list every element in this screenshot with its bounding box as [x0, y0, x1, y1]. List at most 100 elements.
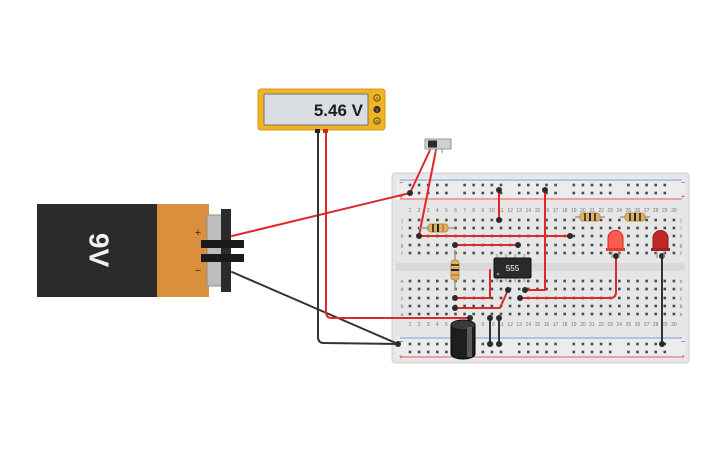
breadboard-hole[interactable] [572, 350, 576, 354]
breadboard-hole[interactable] [490, 350, 494, 354]
breadboard-hole[interactable] [481, 191, 485, 195]
terminal-a[interactable] [373, 94, 381, 102]
breadboard-hole[interactable] [417, 183, 421, 187]
breadboard-hole[interactable] [445, 183, 448, 187]
breadboard-hole[interactable] [599, 183, 603, 187]
breadboard-hole[interactable] [572, 251, 576, 255]
breadboard-hole[interactable] [608, 218, 612, 222]
breadboard-hole[interactable] [563, 287, 566, 291]
breadboard-hole[interactable] [517, 287, 521, 291]
electrolytic-capacitor[interactable] [450, 319, 476, 360]
breadboard-hole[interactable] [545, 279, 548, 283]
breadboard-hole[interactable] [627, 342, 630, 346]
breadboard-hole[interactable] [445, 304, 448, 308]
breadboard-hole[interactable] [654, 191, 657, 195]
breadboard-hole[interactable] [499, 312, 503, 316]
breadboard-hole[interactable] [426, 279, 430, 283]
breadboard-hole[interactable] [590, 251, 594, 255]
breadboard-hole[interactable] [554, 183, 557, 187]
breadboard-hole[interactable] [545, 312, 548, 316]
breadboard-hole[interactable] [590, 312, 594, 316]
breadboard-hole[interactable] [408, 183, 412, 187]
breadboard-hole[interactable] [672, 234, 676, 238]
breadboard-hole[interactable] [408, 243, 412, 247]
breadboard-hole[interactable] [454, 226, 457, 230]
breadboard-hole[interactable] [454, 312, 457, 316]
breadboard-hole[interactable] [572, 191, 576, 195]
breadboard-hole[interactable] [654, 350, 657, 354]
breadboard-hole[interactable] [581, 350, 585, 354]
breadboard-hole[interactable] [527, 218, 530, 222]
breadboard-hole[interactable] [445, 296, 448, 300]
breadboard-hole[interactable] [590, 279, 594, 283]
breadboard-hole[interactable] [463, 312, 466, 316]
breadboard-hole[interactable] [636, 279, 639, 283]
breadboard-hole[interactable] [663, 312, 667, 316]
breadboard-hole[interactable] [545, 304, 548, 308]
breadboard-hole[interactable] [627, 304, 630, 308]
ic-bottom-wire[interactable] [454, 289, 509, 309]
breadboard-hole[interactable] [654, 296, 657, 300]
breadboard-hole[interactable] [490, 304, 494, 308]
multimeter-black-probe-wire[interactable] [317, 131, 400, 345]
breadboard-hole[interactable] [554, 243, 557, 247]
breadboard-hole[interactable] [663, 287, 667, 291]
breadboard-hole[interactable] [499, 279, 503, 283]
breadboard-hole[interactable] [645, 312, 648, 316]
breadboard-hole[interactable] [618, 312, 621, 316]
breadboard-hole[interactable] [517, 218, 521, 222]
breadboard-hole[interactable] [408, 218, 412, 222]
breadboard-hole[interactable] [627, 183, 630, 187]
breadboard-hole[interactable] [408, 279, 412, 283]
breadboard-hole[interactable] [608, 191, 612, 195]
breadboard-hole[interactable] [499, 350, 503, 354]
breadboard-hole[interactable] [590, 243, 594, 247]
breadboard-hole[interactable] [545, 287, 548, 291]
breadboard-hole[interactable] [672, 279, 676, 283]
breadboard-hole[interactable] [490, 279, 494, 283]
breadboard-hole[interactable] [581, 226, 585, 230]
breadboard-hole[interactable] [590, 234, 594, 238]
breadboard-hole[interactable] [608, 304, 612, 308]
breadboard-hole[interactable] [590, 226, 594, 230]
breadboard-hole[interactable] [672, 218, 676, 222]
breadboard-hole[interactable] [654, 218, 657, 222]
breadboard-hole[interactable] [599, 191, 603, 195]
breadboard-hole[interactable] [436, 342, 439, 346]
breadboard-hole[interactable] [545, 226, 548, 230]
breadboard-hole[interactable] [490, 287, 494, 291]
breadboard-hole[interactable] [572, 287, 576, 291]
breadboard-hole[interactable] [554, 218, 557, 222]
breadboard-hole[interactable] [663, 304, 667, 308]
breadboard-hole[interactable] [627, 226, 630, 230]
breadboard-hole[interactable] [436, 191, 439, 195]
breadboard-hole[interactable] [608, 183, 612, 187]
breadboard-hole[interactable] [563, 279, 566, 283]
breadboard-hole[interactable] [645, 251, 648, 255]
breadboard-hole[interactable] [545, 191, 548, 195]
breadboard-hole[interactable] [599, 279, 603, 283]
breadboard-hole[interactable] [572, 234, 576, 238]
breadboard-hole[interactable] [472, 191, 475, 195]
led-2[interactable] [651, 230, 670, 258]
breadboard-hole[interactable] [599, 312, 603, 316]
breadboard-hole[interactable] [426, 243, 430, 247]
breadboard-hole[interactable] [599, 251, 603, 255]
breadboard-hole[interactable] [663, 183, 667, 187]
breadboard-hole[interactable] [645, 183, 648, 187]
breadboard-hole[interactable] [572, 226, 576, 230]
breadboard-hole[interactable] [472, 226, 475, 230]
breadboard-hole[interactable] [672, 251, 676, 255]
breadboard-hole[interactable] [581, 234, 585, 238]
breadboard-hole[interactable] [517, 183, 521, 187]
breadboard-hole[interactable] [426, 218, 430, 222]
breadboard-hole[interactable] [618, 226, 621, 230]
breadboard-hole[interactable] [527, 191, 530, 195]
breadboard-hole[interactable] [672, 296, 676, 300]
breadboard-hole[interactable] [445, 251, 448, 255]
breadboard-hole[interactable] [572, 304, 576, 308]
breadboard-hole[interactable] [463, 279, 466, 283]
switch-wire-2[interactable] [418, 149, 437, 237]
breadboard-hole[interactable] [472, 251, 475, 255]
